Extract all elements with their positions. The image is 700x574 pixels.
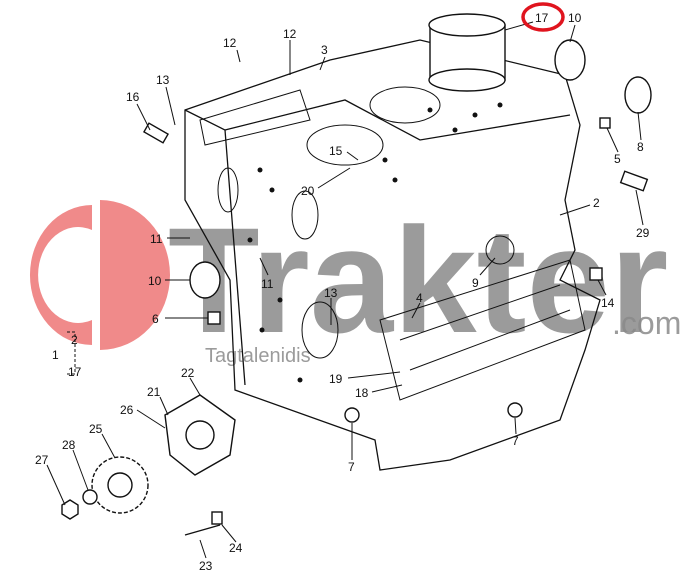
part-label-4[interactable]: 4 [416, 291, 423, 305]
part-label-11[interactable]: 11 [261, 277, 274, 291]
part-label-26[interactable]: 26 [120, 403, 134, 417]
part-label-13[interactable]: 13 [156, 73, 170, 87]
pin-5 [599, 117, 611, 129]
logo-c-shape [29, 205, 92, 345]
part-label-17[interactable]: 17 [68, 365, 82, 379]
part-label-12[interactable]: 12 [283, 27, 297, 41]
plug-10 [554, 39, 586, 81]
part-label-28[interactable]: 28 [62, 438, 76, 452]
part-label-24[interactable]: 24 [229, 541, 243, 555]
highlight-circle [521, 2, 565, 32]
sensor-29 [619, 170, 649, 192]
pin-14 [589, 267, 603, 281]
part-label-9[interactable]: 9 [472, 276, 479, 290]
part-label-10[interactable]: 10 [568, 11, 582, 25]
seal-10 [189, 261, 221, 299]
logo-gear-shape [100, 200, 170, 350]
watermark-brand: Trakter [168, 196, 668, 364]
part-label-5[interactable]: 5 [614, 152, 621, 166]
part-label-6[interactable]: 6 [152, 312, 159, 326]
part-label-18[interactable]: 18 [355, 386, 369, 400]
part-label-11[interactable]: 11 [150, 232, 163, 246]
part-label-2[interactable]: 2 [593, 196, 600, 210]
part-label-17[interactable]: 17 [535, 11, 549, 25]
plug-7 [344, 407, 360, 423]
part-label-1[interactable]: 1 [52, 348, 59, 362]
part-label-20[interactable]: 20 [301, 184, 315, 198]
part-label-16[interactable]: 16 [126, 90, 140, 104]
part-label-23[interactable]: 23 [199, 559, 213, 573]
part-label-12[interactable]: 12 [223, 36, 237, 50]
part-label-7[interactable]: 7 [512, 434, 519, 448]
part-label-15[interactable]: 15 [329, 144, 343, 158]
cylinder-block [184, 39, 601, 471]
part-label-3[interactable]: 3 [321, 43, 328, 57]
plug-8 [624, 76, 652, 114]
watermark-logo [29, 200, 170, 350]
pin-6 [207, 311, 221, 325]
part-label-27[interactable]: 27 [35, 453, 49, 467]
part-label-8[interactable]: 8 [637, 140, 644, 154]
watermark-subtitle: Tagtalenidis [205, 345, 311, 367]
part-label-19[interactable]: 19 [329, 372, 343, 386]
sensor-16 [143, 122, 169, 144]
part-label-13[interactable]: 13 [324, 286, 338, 300]
part-label-29[interactable]: 29 [636, 226, 650, 240]
part-label-25[interactable]: 25 [89, 422, 103, 436]
part-label-2[interactable]: 2 [71, 333, 78, 347]
part-label-10[interactable]: 10 [148, 274, 162, 288]
part-label-22[interactable]: 22 [181, 366, 195, 380]
watermark-domain: .com [612, 305, 681, 341]
part-label-7[interactable]: 7 [348, 460, 355, 474]
part-label-21[interactable]: 21 [147, 385, 161, 399]
pump-assembly [61, 394, 236, 536]
plug-7b [507, 402, 523, 418]
cylinder-liner [428, 13, 506, 92]
leader-lines [46, 21, 644, 559]
part-label-14[interactable]: 14 [601, 296, 615, 310]
